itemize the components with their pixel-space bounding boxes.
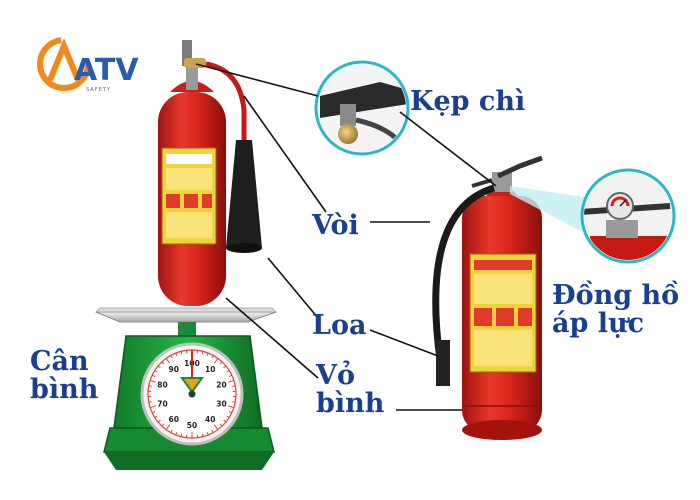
dial-number: 60: [169, 415, 179, 424]
pointer-seal-powder: [399, 111, 497, 187]
co2-extinguisher: [158, 40, 262, 306]
brand-name: ATV: [74, 53, 139, 88]
weighing-scale: 100901080207030604050: [95, 307, 277, 470]
dial-number: 20: [216, 380, 226, 389]
brand-sub: SAFETY: [86, 87, 111, 93]
pointer-body-co2: [225, 297, 319, 379]
dial-tick: [152, 374, 156, 377]
powder-extinguisher: [432, 155, 543, 440]
dial-number: 70: [157, 400, 167, 409]
pointer-lines: [195, 63, 497, 411]
dial-tick: [148, 401, 152, 403]
dial-tick: [211, 355, 214, 359]
dial-tick: [226, 370, 230, 373]
dial-tick: [161, 361, 165, 365]
dial-tick: [211, 429, 214, 433]
dial-number: 90: [169, 365, 179, 374]
dial-tick: [219, 361, 223, 365]
dial-tick: [214, 358, 219, 364]
dial-tick: [161, 423, 165, 427]
dial-number: 80: [157, 380, 167, 389]
dial-tick: [175, 431, 178, 436]
dial-tick: [228, 411, 232, 414]
dial-tick: [154, 370, 158, 373]
dial-tick: [170, 355, 173, 359]
dial-tick: [157, 365, 161, 369]
dial-number: 30: [216, 400, 226, 409]
dial-number: 40: [205, 415, 215, 424]
label-hose: Vòi: [312, 210, 359, 241]
dial-tick: [206, 352, 209, 357]
label-seal-clamp: Kẹp chì: [410, 86, 526, 117]
dial-number: 50: [187, 421, 197, 430]
pointer-hose-co2: [243, 95, 327, 213]
dial-tick: [228, 405, 234, 408]
dial-tick: [150, 405, 156, 408]
label-horn: Loa: [312, 310, 367, 341]
pressure-gauge-inset: [510, 168, 676, 264]
brand-logo: ATV SAFETY: [37, 37, 139, 93]
dial-tick: [226, 415, 230, 418]
dial-tick: [154, 415, 158, 418]
pointer-seal-to-inset: [195, 63, 319, 97]
dial-tick: [223, 365, 227, 369]
dial-tick: [165, 358, 170, 364]
dial-tick: [152, 411, 156, 414]
dial-tick: [232, 385, 236, 387]
dial-tick: [148, 385, 152, 387]
dial-tick: [170, 429, 173, 433]
dial-tick: [232, 401, 236, 403]
dial-tick: [150, 380, 156, 383]
dial-tick: [180, 433, 183, 437]
dial-tick: [223, 419, 227, 423]
dial-tick: [214, 424, 219, 430]
dial-tick: [165, 424, 170, 430]
dial-tick: [219, 423, 223, 427]
dial-tick: [201, 351, 204, 355]
dial-tick: [228, 380, 234, 383]
pointer-horn-co2: [267, 257, 319, 319]
dial-tick: [206, 431, 209, 436]
dial-tick: [157, 419, 161, 423]
dial-tick: [180, 351, 183, 355]
seal-clamp-inset: [314, 60, 410, 156]
dial-tick: [175, 352, 178, 357]
dial-number: 10: [205, 365, 215, 374]
dial-tick: [201, 433, 204, 437]
dial-tick: [228, 374, 232, 377]
pointer-horn-powder: [369, 329, 439, 357]
